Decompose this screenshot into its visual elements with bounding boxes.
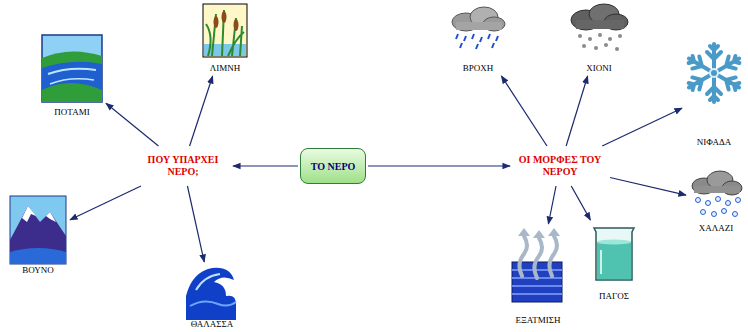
arrow-connector bbox=[187, 186, 204, 262]
picture-label: ΧΑΛΑΖΙ bbox=[698, 224, 735, 234]
picture-label: ΘΑΛΑΣΣΑ bbox=[190, 320, 235, 330]
picture-item: ΕΞΑΤΜΙΣΗ bbox=[505, 226, 571, 326]
category-label: ΟΙ ΜΟΡΦΕΣ ΤΟΥ ΝΕΡΟΥ bbox=[512, 148, 608, 184]
topic-box: ΤΟ ΝΕΡΟ bbox=[300, 148, 366, 184]
picture-label: ΛΙΜΝΗ bbox=[209, 64, 242, 74]
arrow-connector bbox=[233, 165, 298, 166]
arrow-connector bbox=[190, 76, 213, 146]
arrow-connector bbox=[106, 103, 158, 146]
picture-label: ΒΡΟΧΗ bbox=[462, 64, 495, 74]
river-picture bbox=[42, 35, 102, 102]
picture-item: ΠΟΤΑΜΙ bbox=[40, 33, 104, 118]
picture-label: ΒΟΥΝΟ bbox=[21, 266, 55, 276]
picture-label: ΕΞΑΤΜΙΣΗ bbox=[514, 316, 561, 326]
mountain-picture bbox=[10, 196, 66, 264]
picture-item: ΒΟΥΝΟ bbox=[8, 194, 68, 276]
sea-picture bbox=[186, 268, 236, 320]
arrow-connector bbox=[566, 76, 587, 146]
category-text: ΠΟΥ ΥΠΑΡΧΕΙ ΝΕΡΟ; bbox=[135, 154, 231, 178]
arrow-connector bbox=[548, 186, 556, 224]
snowflake-picture bbox=[685, 44, 742, 102]
picture-item: ΧΙΟΝΙ bbox=[568, 4, 630, 74]
evaporation-picture bbox=[512, 228, 562, 302]
picture-item: ΝΙΦΑΔΑ bbox=[684, 38, 744, 148]
arrow-connector bbox=[70, 186, 141, 220]
picture-label: ΠΟΤΑΜΙ bbox=[53, 108, 90, 118]
category-label: ΠΟΥ ΥΠΑΡΧΕΙ ΝΕΡΟ; bbox=[135, 148, 231, 184]
arrow-connector bbox=[602, 108, 682, 146]
picture-label: ΝΙΦΑΔΑ bbox=[696, 138, 732, 148]
picture-item: ΘΑΛΑΣΣΑ bbox=[180, 264, 244, 330]
picture-item: ΛΙΜΝΗ bbox=[200, 3, 250, 74]
picture-label: ΠΑΓΟΣ bbox=[598, 292, 630, 302]
picture-item: ΠΑΓΟΣ bbox=[588, 222, 640, 302]
arrow-connector bbox=[571, 186, 590, 220]
arrow-connector bbox=[501, 76, 547, 146]
hail-picture bbox=[692, 171, 742, 217]
category-text: ΟΙ ΜΟΡΦΕΣ ΤΟΥ ΝΕΡΟΥ bbox=[512, 154, 608, 178]
picture-item: ΧΑΛΑΖΙ bbox=[688, 170, 744, 234]
arrow-connector bbox=[368, 165, 510, 166]
rain-picture bbox=[452, 7, 505, 49]
picture-item: ΒΡΟΧΗ bbox=[448, 6, 508, 74]
snow-picture bbox=[571, 4, 628, 51]
lake-picture bbox=[203, 4, 247, 57]
arrow-connector bbox=[610, 178, 686, 196]
ice-beaker-picture bbox=[594, 228, 634, 280]
picture-label: ΧΙΟΝΙ bbox=[585, 64, 613, 74]
topic-text: ΤΟ ΝΕΡΟ bbox=[305, 161, 362, 172]
